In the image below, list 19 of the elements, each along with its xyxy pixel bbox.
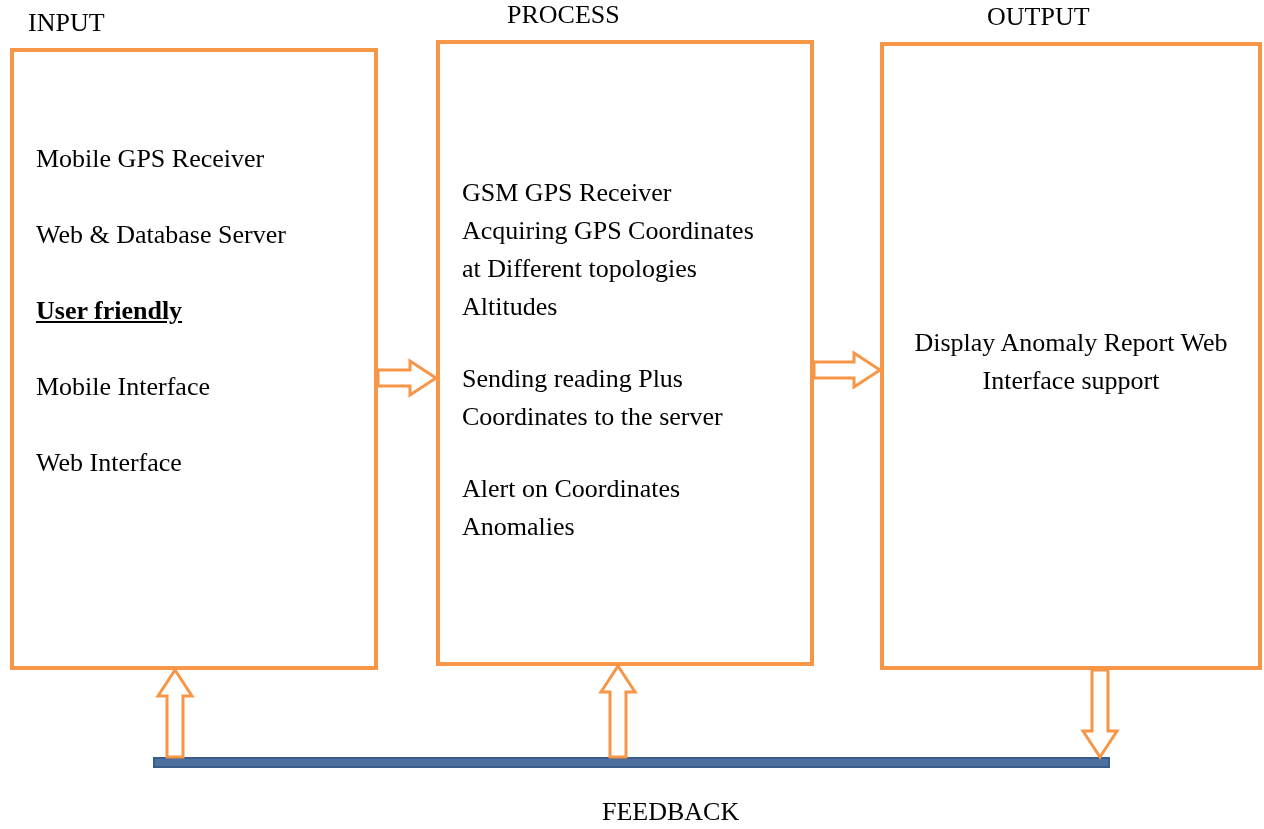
hollow-arrow	[812, 350, 883, 390]
hollow-arrow	[598, 663, 638, 759]
item-text: Web Interface	[36, 447, 182, 479]
block-heading: OUTPUT	[987, 1, 1090, 33]
hollow-arrow	[376, 358, 439, 398]
item-text: Alert on Coordinates Anomalies	[462, 473, 682, 543]
feedback-label: FEEDBACK	[602, 796, 740, 828]
item-text: Display Anomaly Report Web Interface support	[913, 327, 1229, 397]
block-heading: INPUT	[28, 7, 105, 39]
feedback-bar	[153, 757, 1110, 768]
item-text: Mobile Interface	[36, 371, 210, 403]
item-text: Sending reading Plus Coordinates to the server	[462, 363, 724, 433]
item-text: GSM GPS Receiver Acquiring GPS Coordinates at Different topologies Altitudes	[462, 177, 755, 323]
item-text: Mobile GPS Receiver	[36, 143, 265, 175]
hollow-arrow	[1080, 668, 1120, 760]
item-text: User friendly	[36, 295, 183, 327]
block-heading: PROCESS	[507, 0, 620, 31]
hollow-arrow	[155, 667, 195, 759]
item-text: Web & Database Server	[36, 219, 286, 251]
